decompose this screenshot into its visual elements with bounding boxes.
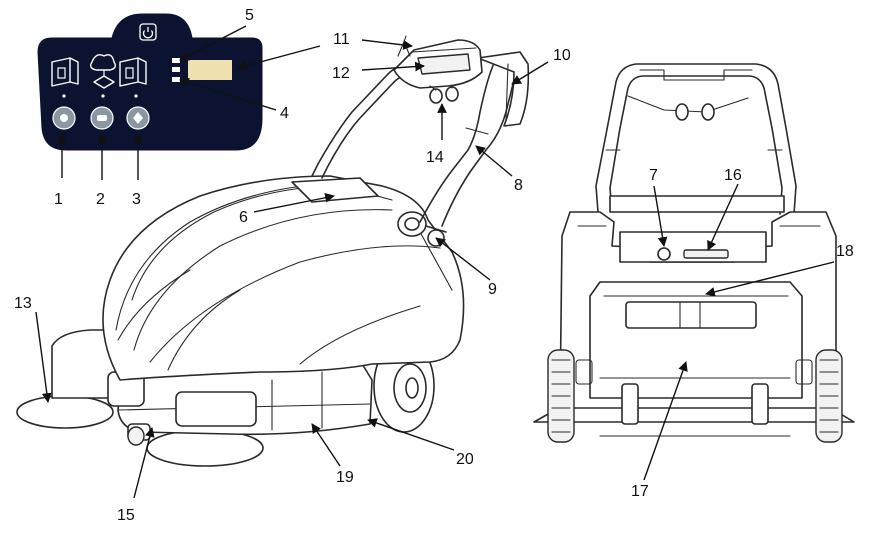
callout-17: 17 [631, 483, 649, 500]
sweeper-side-view [16, 35, 530, 467]
control-panel [37, 13, 263, 151]
callout-11: 11 [333, 31, 350, 48]
callout-16: 16 [724, 167, 742, 184]
callout-8: 8 [514, 177, 523, 194]
callout-18: 18 [836, 243, 854, 260]
side-broom-left [16, 395, 114, 429]
callout-13: 13 [14, 295, 32, 312]
callout-1: 1 [54, 191, 63, 208]
handle-adjust-knob [397, 211, 427, 237]
callout-9: 9 [488, 281, 497, 298]
rear-slot [683, 249, 729, 259]
hopper [589, 281, 803, 399]
callout-20: 20 [456, 451, 474, 468]
callout-15: 15 [117, 507, 135, 524]
hour-meter-display [188, 60, 232, 80]
dust-bin-icon [51, 57, 79, 98]
sweeper-rear-view [533, 63, 855, 443]
side-broom-right [146, 429, 264, 467]
filter-shake-icon [119, 57, 147, 98]
panel-button-1[interactable] [52, 106, 76, 130]
callout-2: 2 [96, 191, 105, 208]
broom-icon [89, 54, 117, 98]
callout-4: 4 [280, 105, 289, 122]
callout-7: 7 [649, 167, 658, 184]
callout-12: 12 [332, 65, 350, 82]
panel-button-3[interactable] [126, 106, 150, 130]
callout-6: 6 [239, 209, 248, 226]
rear-knob [657, 247, 671, 261]
hood-cover [291, 177, 379, 203]
power-icon [139, 23, 157, 41]
callout-19: 19 [336, 469, 354, 486]
panel-button-2[interactable] [90, 106, 114, 130]
callout-3: 3 [132, 191, 141, 208]
callout-10: 10 [553, 47, 571, 64]
callout-14: 14 [426, 149, 444, 166]
handle-grip [477, 51, 530, 127]
callout-5: 5 [245, 7, 254, 24]
